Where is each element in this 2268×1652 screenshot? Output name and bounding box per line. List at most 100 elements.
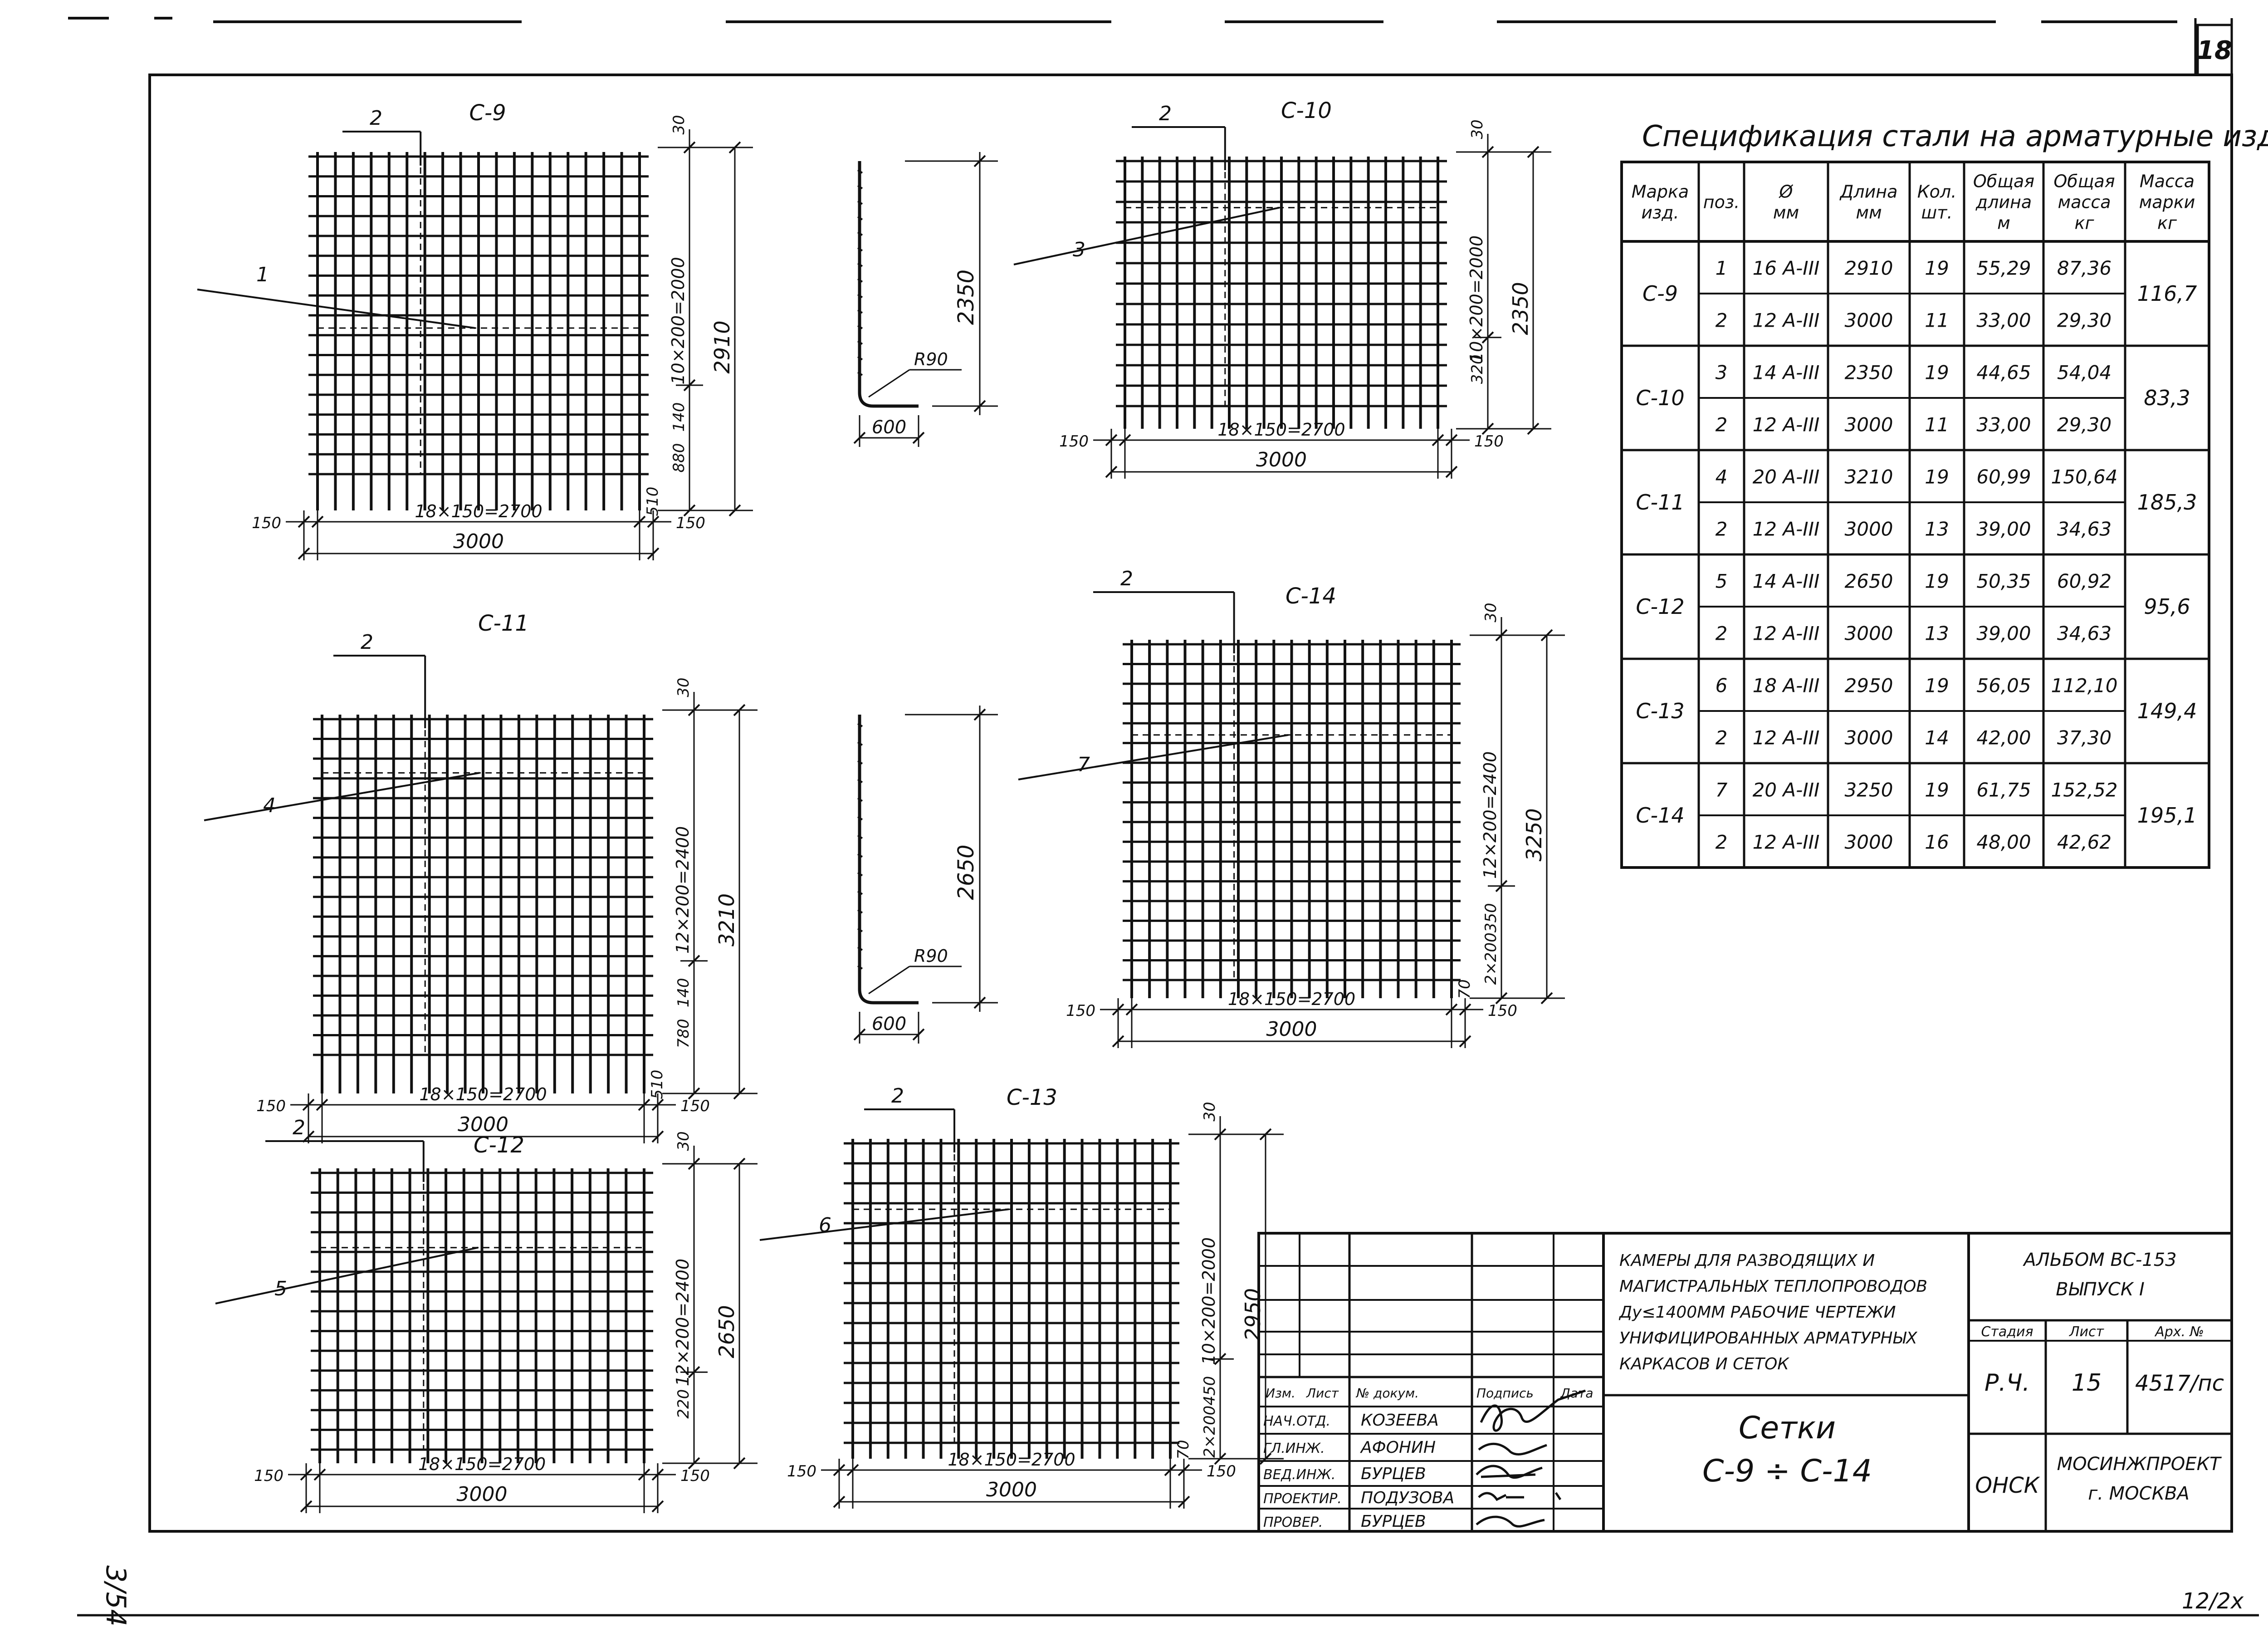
edge-dimension: 150 <box>1059 432 1089 451</box>
bar-position-label: 6 <box>819 1214 831 1237</box>
rib-mark <box>857 872 863 877</box>
spec-mark-cell: С-9 <box>1642 281 1678 306</box>
dimension-tick <box>300 1468 313 1481</box>
width-dimension: 3000 <box>1256 448 1307 471</box>
spec-header-cell: Марка <box>1632 182 1689 202</box>
dimension-tick <box>1178 1495 1190 1508</box>
bottom-offset-dimension: 510 <box>644 487 662 516</box>
spec-cell: 33,00 <box>1976 414 2031 436</box>
spec-mark-cell: С-11 <box>1636 490 1684 515</box>
spec-cell: 2 <box>1716 727 1728 749</box>
dimension-tick <box>688 1157 700 1170</box>
spec-cell: 3210 <box>1845 466 1893 488</box>
dimension-tick <box>1105 466 1118 478</box>
spec-cell: 2 <box>1716 518 1728 540</box>
edge-dimension: 150 <box>676 514 705 532</box>
dimension-tick <box>298 547 310 560</box>
width-dimension: 3000 <box>1266 1018 1317 1041</box>
dimension-tick <box>688 1457 700 1470</box>
dimension-tick <box>316 1098 328 1111</box>
dimension-tick <box>733 1457 746 1470</box>
spec-cell: 152,52 <box>2051 779 2118 801</box>
bar-shape <box>858 161 919 408</box>
dimension-tick <box>633 515 646 528</box>
sig-header-sign: Подпись <box>1476 1386 1534 1401</box>
dimension-tick <box>1125 1003 1138 1016</box>
staff-name-4: ПОДУЗОВА <box>1361 1489 1454 1507</box>
spec-cell: 14 А-III <box>1753 570 1820 593</box>
top-offset-dimension: 30 <box>670 115 688 134</box>
spec-mark-cell: С-12 <box>1636 594 1684 619</box>
staff-role-1: НАЧ.ОТД. <box>1263 1413 1330 1429</box>
staff-name-3: БУРЦЕВ <box>1361 1465 1426 1483</box>
org-line-2: г. МОСКВА <box>2088 1483 2190 1504</box>
mesh-mark: С-13 <box>1007 1085 1057 1110</box>
project-line-1: КАМЕРЫ ДЛЯ РАЗВОДЯЩИХ И <box>1619 1251 1875 1270</box>
spec-mass-total-cell: 149,4 <box>2137 699 2197 723</box>
spec-cell: 87,36 <box>2057 257 2112 279</box>
spec-cell: 34,63 <box>2057 623 2112 645</box>
bar-length-dimension: 2650 <box>953 844 979 900</box>
spec-cell: 39,00 <box>1976 518 2031 540</box>
spec-cell: 42,00 <box>1976 727 2031 749</box>
signatures <box>1476 1389 1586 1528</box>
top-offset-dimension: 30 <box>1482 603 1500 622</box>
dimension-tick <box>1527 422 1540 435</box>
height-dimension: 2950 <box>1241 1288 1265 1341</box>
spec-cell: 19 <box>1925 466 1949 488</box>
edge-dimension: 150 <box>1066 1002 1095 1020</box>
rib-mark <box>857 965 863 970</box>
top-offset-dimension: 30 <box>1468 119 1486 139</box>
spec-mass-total-cell: 116,7 <box>2137 281 2197 306</box>
top-offset-dimension: 30 <box>675 677 693 697</box>
archive-header: Арх. № <box>2154 1324 2204 1340</box>
spec-cell: 19 <box>1925 257 1949 279</box>
width-dimension: 3000 <box>457 1483 508 1506</box>
dimension-tick <box>1259 1128 1272 1141</box>
dimension-tick <box>1459 1035 1471 1048</box>
grid-dimension: 18×150=2700 <box>948 1450 1075 1470</box>
spec-mass-total-cell: 95,6 <box>2144 594 2190 619</box>
mesh-mark: С-11 <box>478 611 529 636</box>
leader-bar-long <box>759 1208 1009 1241</box>
bar-position-label: 2 <box>891 1084 904 1108</box>
spec-header-cell: м <box>1997 213 2010 233</box>
spec-cell: 20 А-III <box>1753 779 1820 801</box>
rib-mark <box>857 760 863 765</box>
grid-dimension: 18×150=2700 <box>418 1454 546 1474</box>
spec-mass-total-cell: 195,1 <box>2137 803 2197 828</box>
dimension-tick <box>651 1468 664 1481</box>
edge-dimension: 150 <box>787 1462 816 1480</box>
vertical-grid-dimension: 10×200=2000 <box>1199 1237 1219 1365</box>
width-dimension: 3000 <box>458 1113 508 1136</box>
mesh-mark: С-14 <box>1286 583 1336 609</box>
sig-header-list: Лист <box>1306 1386 1339 1401</box>
leader-bar-long <box>1018 734 1289 780</box>
dimension-tick <box>651 1500 664 1513</box>
bottom-offset-dimension: 140 <box>675 978 693 1007</box>
spec-cell: 60,92 <box>2057 570 2112 593</box>
spec-header-cell: поз. <box>1703 192 1740 212</box>
spec-mark-cell: С-10 <box>1636 386 1684 410</box>
spec-cell: 11 <box>1925 414 1949 436</box>
bar-position-label: 5 <box>274 1277 287 1300</box>
mesh-mark: С-10 <box>1281 98 1332 123</box>
dimension-tick <box>973 708 986 721</box>
spec-cell: 3000 <box>1845 309 1893 332</box>
rib-mark <box>857 216 863 221</box>
corner-mark: 12/2x <box>2182 1588 2244 1614</box>
top-offset-dimension: 30 <box>1201 1102 1219 1121</box>
spec-header-cell: мм <box>1773 203 1799 223</box>
spec-cell: 6 <box>1716 675 1728 697</box>
spec-cell: 34,63 <box>2057 518 2112 540</box>
bar-position-label: 2 <box>1159 102 1172 125</box>
bar-position-label: 2 <box>293 1116 305 1139</box>
sig-header-doc: № докум. <box>1355 1386 1419 1401</box>
dimension-tick <box>912 1028 925 1041</box>
bar-position-label: 2 <box>1120 567 1133 590</box>
bar-shape <box>858 715 919 1005</box>
spec-cell: 1 <box>1716 257 1728 279</box>
